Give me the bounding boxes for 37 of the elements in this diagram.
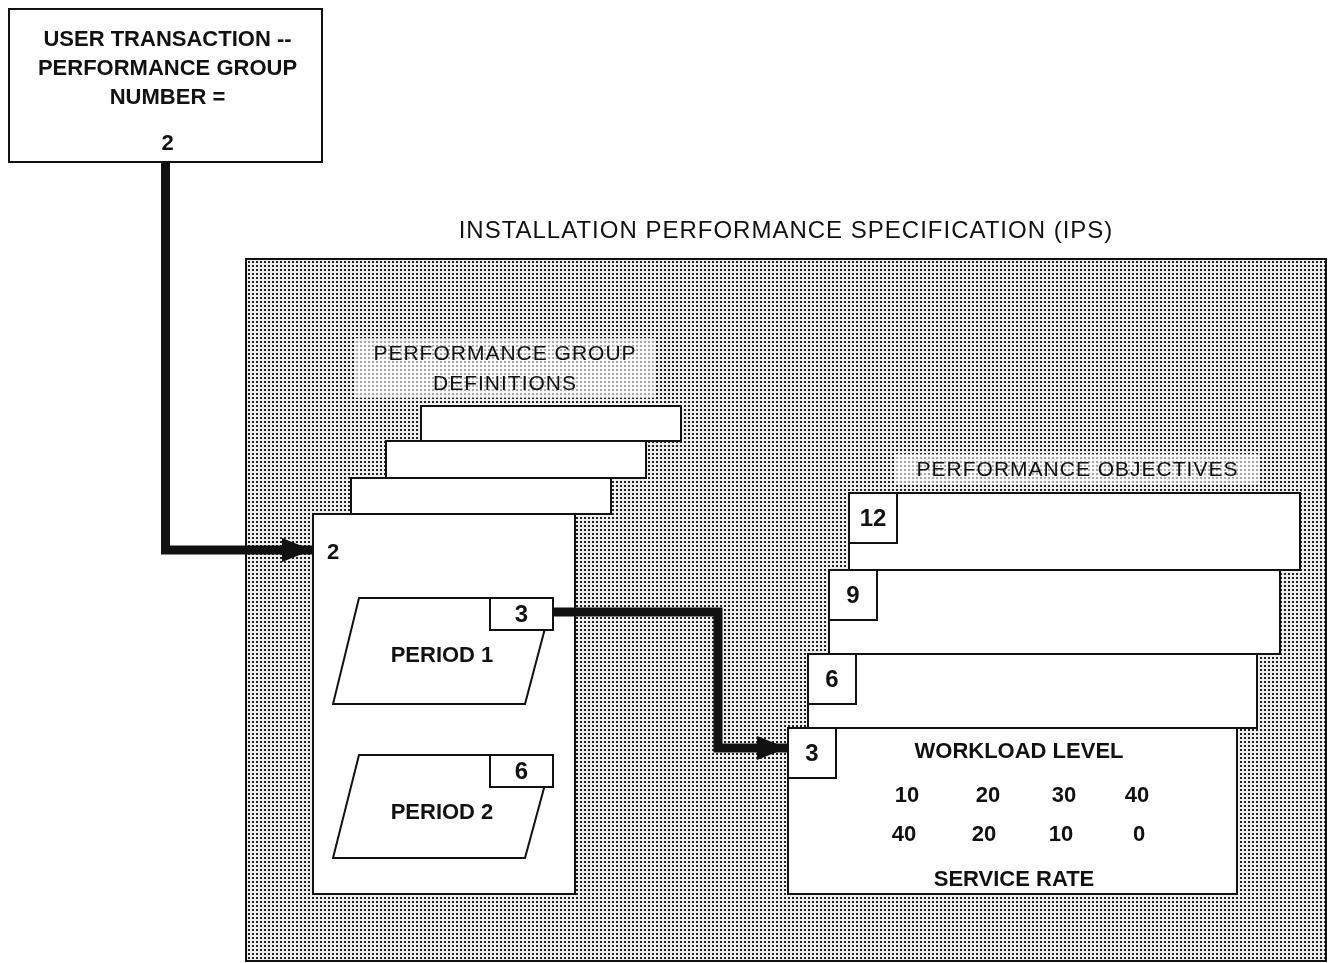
card	[312, 513, 576, 895]
table-value: 40	[1123, 781, 1151, 809]
card	[807, 653, 1258, 729]
table-value: 40	[890, 820, 918, 848]
arrow	[552, 607, 787, 760]
box-text: USER TRANSACTION -- PERFORMANCE GROUP NUMBER =	[36, 25, 299, 111]
number-tag: 12	[848, 492, 898, 544]
period-parallelogram	[332, 754, 554, 859]
period-label: PERIOD 1	[389, 641, 495, 669]
table-heading: WORKLOAD LEVEL	[913, 737, 1125, 765]
table-value: 30	[1050, 781, 1078, 809]
table-value: 10	[893, 781, 921, 809]
card	[350, 477, 612, 515]
card	[385, 440, 647, 479]
number-tag: 6	[807, 653, 857, 705]
group-label: PERFORMANCE OBJECTIVES	[895, 454, 1260, 484]
group-number: 2	[160, 129, 175, 157]
table-value: 20	[970, 820, 998, 848]
card	[787, 727, 1238, 895]
table-heading: SERVICE RATE	[932, 865, 1096, 893]
period-label: PERIOD 2	[389, 798, 495, 826]
table-value: 20	[974, 781, 1002, 809]
number-tag: 6	[489, 754, 554, 788]
table-value: 0	[1131, 820, 1147, 848]
card	[848, 492, 1301, 571]
number-tag: 3	[489, 597, 554, 631]
transaction-box	[8, 8, 323, 163]
group-number: 2	[325, 538, 341, 566]
table-value: 10	[1047, 820, 1075, 848]
period-parallelogram	[332, 597, 554, 705]
panel-title: INSTALLATION PERFORMANCE SPECIFICATION (IPS)	[457, 215, 1115, 244]
group-label: PERFORMANCE GROUP DEFINITIONS	[355, 338, 655, 398]
card	[420, 405, 682, 442]
number-tag: 9	[828, 569, 878, 621]
number-tag: 3	[787, 727, 837, 779]
arrow	[161, 163, 312, 562]
card	[828, 569, 1281, 655]
